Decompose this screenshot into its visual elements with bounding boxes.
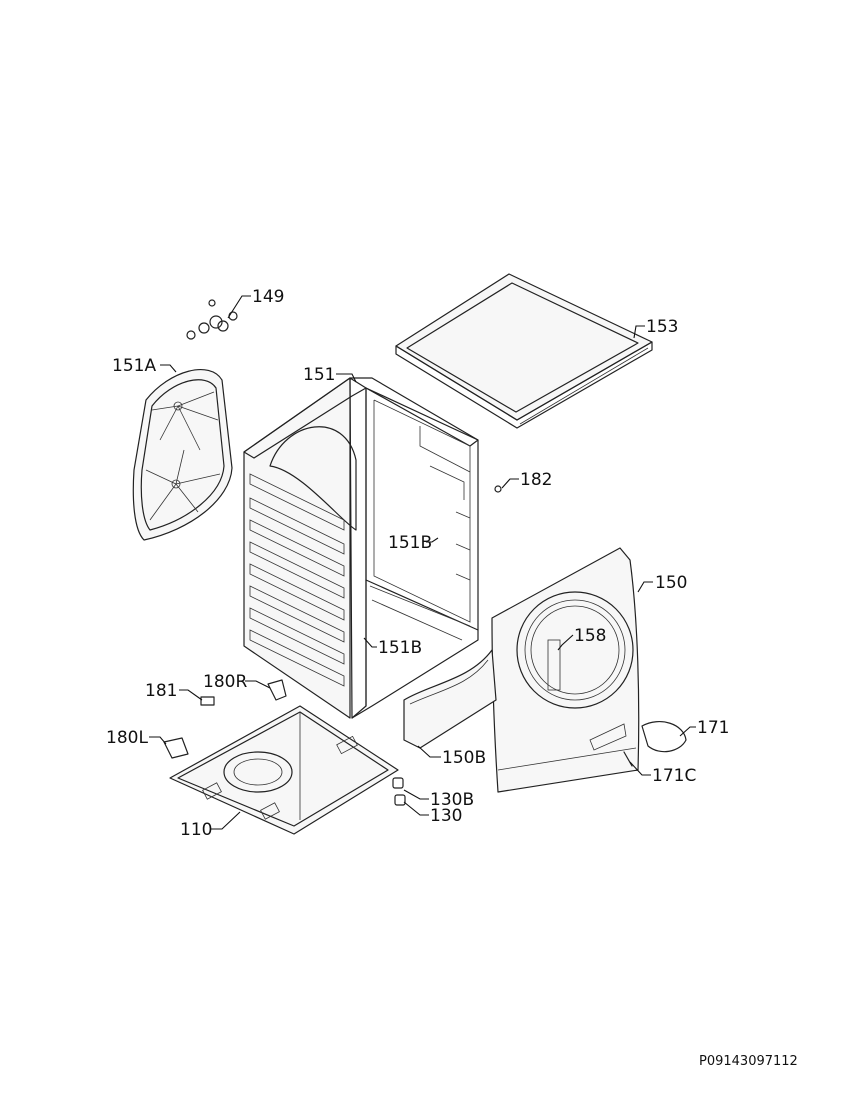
base-plate-part[interactable] [169, 705, 399, 835]
label-153: 153 [646, 317, 678, 337]
label-171: 171 [697, 718, 729, 738]
label-150: 150 [655, 573, 687, 593]
front-panel-part[interactable] [491, 547, 640, 793]
label-180r: 180R [203, 672, 247, 692]
label-149: 149 [252, 287, 284, 307]
label-151a: 151A [112, 356, 156, 376]
small-fastener-set-part[interactable] [186, 299, 238, 340]
cabinet-frame-part[interactable] [243, 377, 479, 719]
screw-182-part[interactable] [494, 485, 502, 493]
label-110: 110 [180, 820, 212, 840]
label-150b: 150B [442, 748, 486, 768]
label-182: 182 [520, 470, 552, 490]
label-158: 158 [574, 626, 606, 646]
lower-kick-plate-part[interactable] [403, 649, 497, 749]
bracket-180r-part[interactable] [267, 679, 287, 701]
lock-171-part[interactable] [641, 721, 687, 753]
label-181: 181 [145, 681, 177, 701]
diagram-reference-number: P09143097112 [699, 1054, 798, 1069]
top-cover-part[interactable] [395, 273, 653, 429]
label-130b: 130B [430, 790, 474, 810]
foot-130-part[interactable] [392, 777, 406, 806]
hinge-180l-part[interactable] [163, 737, 189, 759]
leader-lines [149, 295, 696, 830]
label-151b-lower: 151B [378, 638, 422, 658]
label-180l: 180L [106, 728, 148, 748]
cable-171c-part[interactable] [623, 751, 633, 767]
label-151: 151 [303, 365, 335, 385]
label-151b-upper: 151B [388, 533, 432, 553]
clip-181-part[interactable] [200, 696, 215, 706]
label-130: 130 [430, 806, 462, 826]
label-171c: 171C [652, 766, 696, 786]
rear-panel-part[interactable] [132, 369, 233, 541]
